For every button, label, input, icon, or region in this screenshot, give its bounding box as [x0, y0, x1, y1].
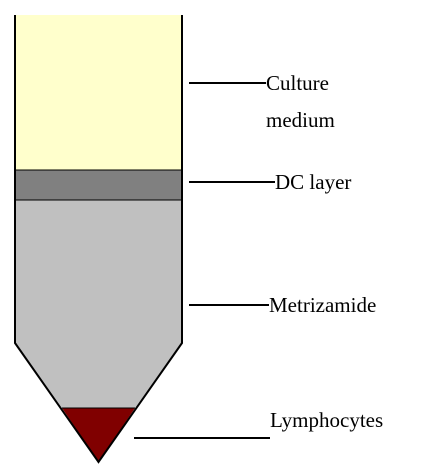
metrizamide-label: Metrizamide: [269, 293, 376, 317]
metrizamide-layer: [15, 200, 182, 408]
dc-layer-label: DC layer: [275, 170, 351, 194]
culture-medium-label-line2: medium: [266, 108, 335, 132]
lymphocytes-pellet: [62, 408, 135, 462]
dc-layer-band: [15, 170, 182, 200]
culture-medium-layer: [15, 15, 182, 170]
lymphocytes-label: Lymphocytes: [270, 408, 383, 432]
culture-medium-label-line1: Culture: [266, 71, 329, 95]
